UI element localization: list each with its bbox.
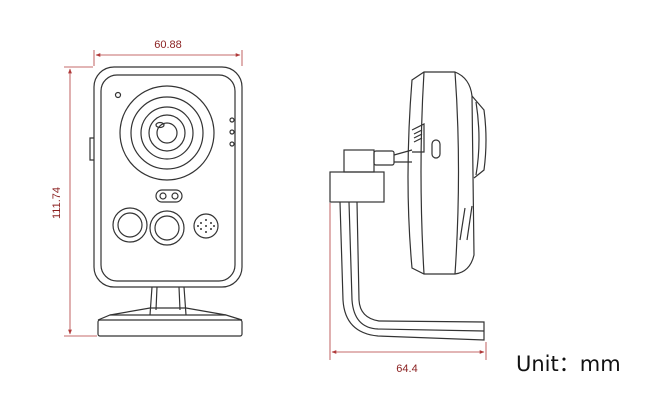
lens-outer-ring [130,96,204,170]
lens-inner-ring [148,114,186,152]
front-height-dimension [64,66,97,337]
front-stand-neck [149,286,187,316]
mount-clamp-top [343,149,375,173]
ir-led-2 [229,129,235,135]
ir-led-1 [229,117,235,123]
mount-clamp [329,171,385,203]
front-height-label: 111.74 [51,187,63,219]
side-sensor-bump [459,205,473,241]
side-depth-dimension [329,203,487,360]
front-body-inner [100,74,236,282]
side-depth-label: 64.4 [396,363,417,375]
front-stand-base-top [109,307,227,316]
light-sensor [155,189,183,203]
pir-sensor-outer [112,207,148,243]
side-body [407,71,475,275]
swivel-joint [373,150,395,166]
function-button-inner [154,215,180,241]
lens-glint [155,121,165,129]
lens-housing [119,85,215,181]
side-view [329,71,487,341]
side-button [89,137,94,161]
pir-sensor-inner [117,212,143,238]
side-lens [471,95,487,179]
front-view [89,66,243,337]
speaker-grille [193,213,219,239]
front-stand-base [97,319,243,337]
ir-led-3 [229,141,235,147]
side-slot [431,139,441,159]
unit-label: Unit：mm [516,352,621,376]
function-button-outer [149,210,185,246]
sd-card-detail [411,123,425,153]
indicator-led [114,91,122,99]
front-width-label: 60.88 [154,39,182,51]
speaker-holes [197,219,215,233]
lens-glass [156,122,178,144]
front-body-outer [93,66,243,288]
lens-mid-ring [140,106,194,160]
front-width-dimension [93,50,243,66]
